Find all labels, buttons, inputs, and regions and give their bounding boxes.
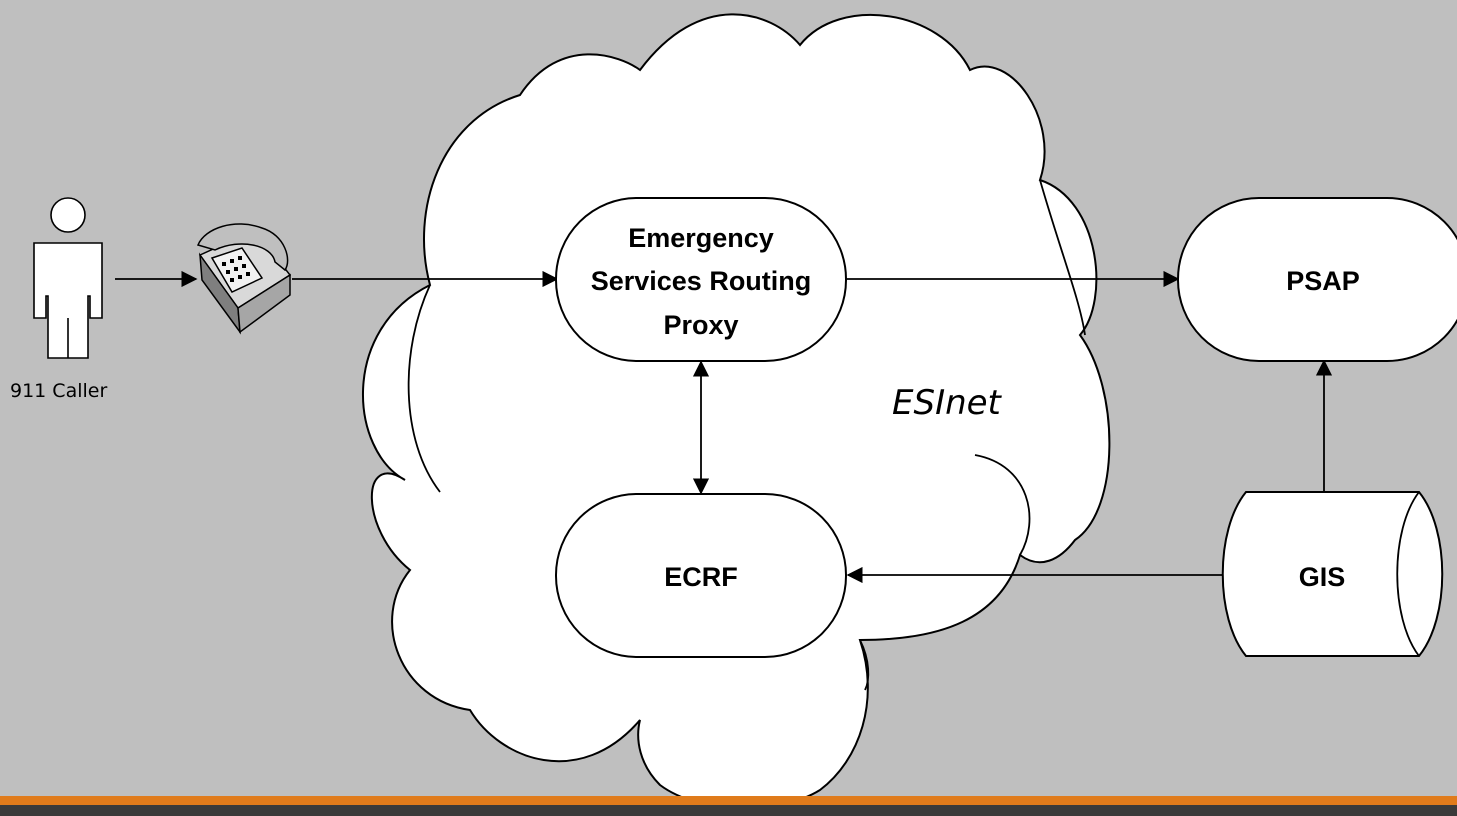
esinet-label: ESInet [892, 383, 1003, 423]
esrp-node: Emergency Services Routing Proxy [555, 197, 847, 362]
telephone-icon [196, 223, 292, 335]
esrp-label-line2: Services Routing [591, 266, 812, 296]
ecrf-node: ECRF [555, 493, 847, 658]
psap-label: PSAP [1286, 266, 1360, 296]
footer-accent-bar [0, 796, 1457, 805]
esrp-label-line3: Proxy [663, 310, 738, 340]
caller-label: 911 Caller [10, 380, 107, 402]
ecrf-label: ECRF [664, 562, 738, 592]
esinet-cloud [361, 13, 1111, 810]
person-icon [33, 197, 103, 359]
footer-dark-bar [0, 805, 1457, 816]
gis-label: GIS [1299, 562, 1346, 592]
psap-node: PSAP [1177, 197, 1457, 362]
esrp-label-line1: Emergency [628, 223, 774, 253]
gis-database-node: GIS [1221, 491, 1444, 657]
